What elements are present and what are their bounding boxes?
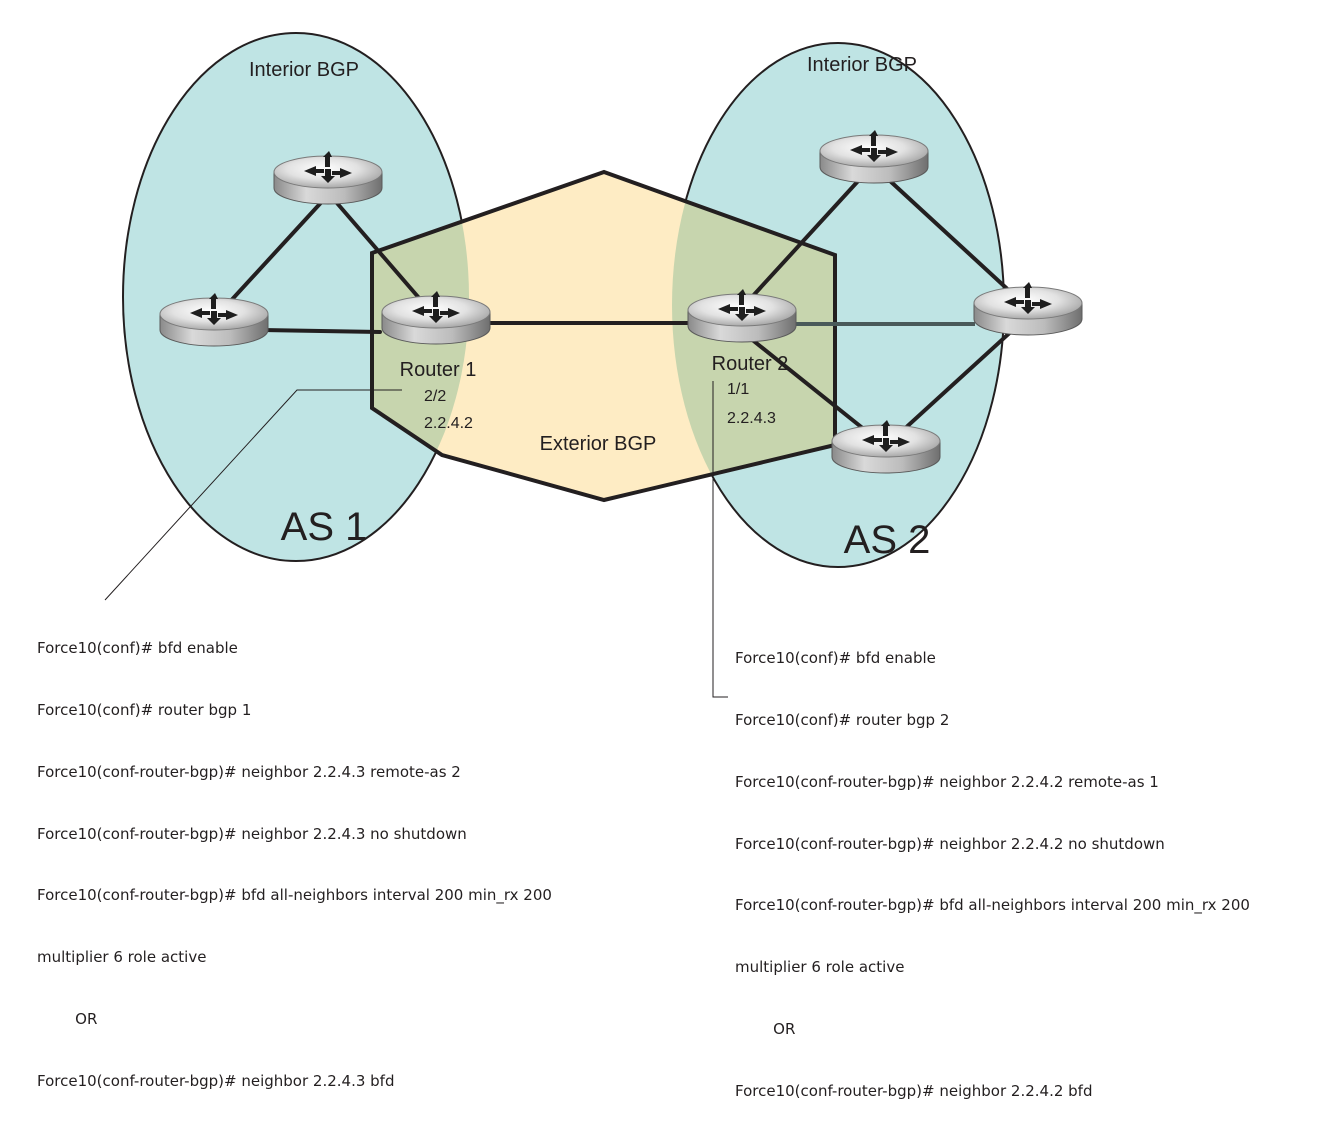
cli-line: Force10(conf)# bfd enable [37, 639, 238, 658]
cli-line: Force10(conf)# router bgp 1 [37, 700, 252, 719]
as1-cli-config: Force10(conf)# bfd enable Force10(conf)#… [37, 597, 552, 1112]
link-as2-top-right [874, 166, 1030, 310]
cli-line: Force10(conf-router-bgp)# neighbor 2.2.4… [37, 824, 467, 843]
cli-line: Force10(conf-router-bgp)# neighbor 2.2.4… [735, 1081, 1093, 1100]
link-as1-top-left [213, 193, 330, 320]
cli-line: Force10(conf)# router bgp 2 [735, 710, 950, 729]
link-router2-as2-bottom [738, 328, 882, 444]
router1-ip: 2.2.4.2 [424, 415, 473, 432]
cli-line: Force10(conf)# bfd enable [735, 649, 936, 668]
router2-ip: 2.2.4.3 [727, 410, 776, 427]
links [213, 166, 1030, 444]
cli-line: Force10(conf-router-bgp)# neighbor 2.2.4… [735, 834, 1165, 853]
exterior-bgp-label: Exterior BGP [540, 433, 657, 455]
as2-cli-config: Force10(conf)# bfd enable Force10(conf)#… [735, 607, 1250, 1122]
cli-line: Force10(conf-router-bgp)# bfd all-neighb… [735, 896, 1250, 915]
router2-interface: 1/1 [727, 381, 749, 398]
link-as1-left-router1 [260, 328, 382, 334]
router2-callout-line [712, 381, 728, 698]
router1-interface: 2/2 [424, 388, 446, 405]
exterior-bgp-border [370, 169, 837, 503]
cli-line: Force10(conf-router-bgp)# neighbor 2.2.4… [735, 772, 1159, 791]
router2-name: Router 2 [712, 353, 789, 375]
bgp-topology-diagram: Interior BGP Interior BGP Exterior BGP A… [104, 32, 1083, 698]
link-router2-as2-top [738, 166, 872, 312]
router1-callout-line [104, 389, 402, 601]
link-as2-right-bottom [888, 316, 1028, 444]
cli-line: multiplier 6 role active [735, 958, 905, 977]
as1-interior-bgp-label: Interior BGP [249, 59, 359, 81]
cli-line: Force10(conf-router-bgp)# bfd all-neighb… [37, 886, 552, 905]
cli-line: Force10(conf-router-bgp)# neighbor 2.2.4… [37, 762, 461, 781]
as2-interior-bgp-label: Interior BGP [807, 54, 917, 76]
link-as1-top-router1 [328, 193, 434, 315]
cli-line: multiplier 6 role active [37, 948, 207, 967]
router1-name: Router 1 [400, 359, 477, 381]
as1-title: AS 1 [281, 505, 368, 549]
as2-exterior-overlap [672, 172, 835, 500]
cli-line: OR [37, 1009, 98, 1028]
cli-line: OR [735, 1019, 796, 1038]
cli-line: Force10(conf-router-bgp)# neighbor 2.2.4… [37, 1071, 395, 1090]
as2-title: AS 2 [844, 518, 931, 562]
